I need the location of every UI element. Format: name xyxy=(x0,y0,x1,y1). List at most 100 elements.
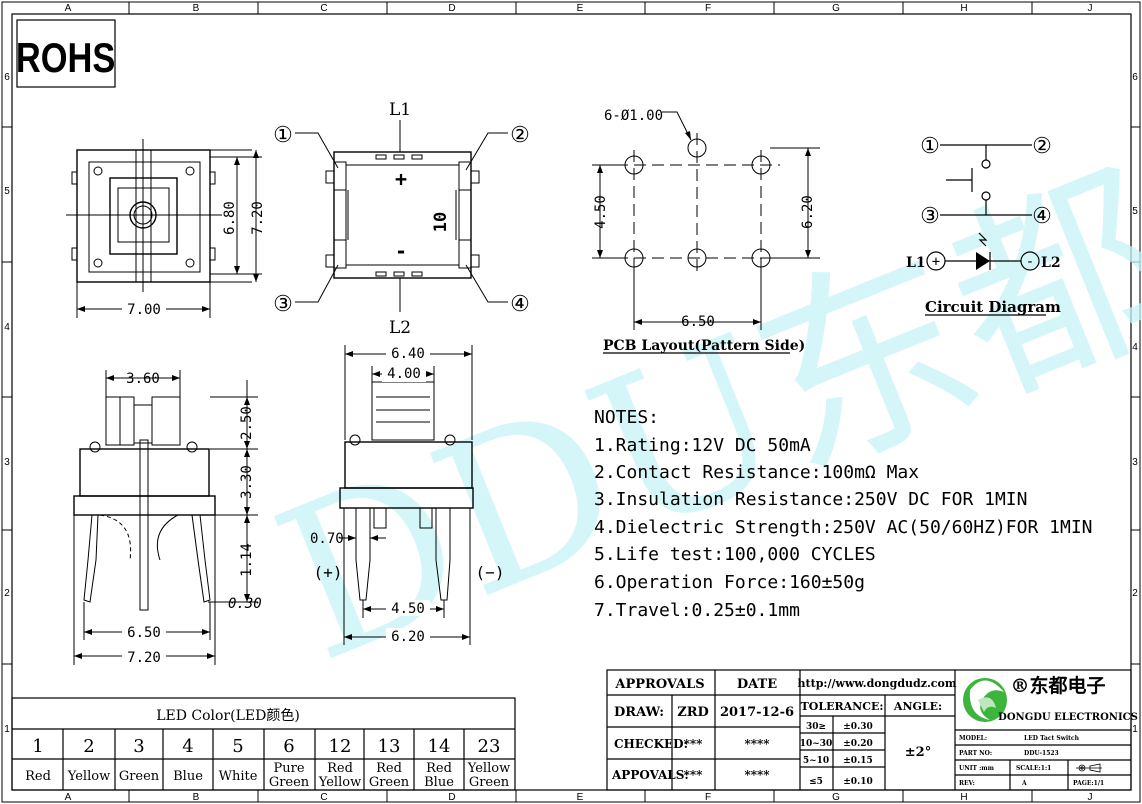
dim-360: 3.60 xyxy=(126,371,160,387)
tol-range: 10~30 xyxy=(800,739,833,749)
draw-date: 2017-12-6 xyxy=(720,705,794,720)
tol-value: ±0.30 xyxy=(843,722,872,732)
led-color: Blue xyxy=(424,775,454,790)
led-number: 12 xyxy=(329,736,352,757)
col-label: D xyxy=(448,3,455,14)
circ-l1: L1 xyxy=(906,255,926,271)
tol-range: 30≥ xyxy=(806,722,826,732)
side-view xyxy=(73,370,258,665)
led-color: Red xyxy=(25,769,51,784)
dim-720: 7.20 xyxy=(250,201,266,235)
dim-030: 0.30 xyxy=(228,596,262,612)
col-label: A xyxy=(65,3,72,14)
note-item: 7.Travel:0.25±0.1mm xyxy=(594,600,800,621)
led-color: Blue xyxy=(173,769,203,784)
row-label: 5 xyxy=(4,186,10,197)
col-label: H xyxy=(960,3,967,14)
tol-value: ±0.15 xyxy=(843,756,872,766)
date-header: DATE xyxy=(737,677,777,692)
led-color: Green xyxy=(119,769,160,784)
dim-640: 6.40 xyxy=(391,346,425,362)
row-label: 3 xyxy=(1132,457,1138,468)
col-label: C xyxy=(320,3,327,14)
led-num: 10 xyxy=(431,212,451,232)
led-color: White xyxy=(219,769,258,784)
led-color: Pure xyxy=(273,761,304,776)
led-color: Yellow xyxy=(467,761,510,776)
led-color: Green xyxy=(269,775,310,790)
dim-width-700: 7.00 xyxy=(127,302,161,318)
note-item: 6.Operation Force:160±50g xyxy=(594,572,865,593)
note-item: 1.Rating:12V DC 50mA xyxy=(594,435,811,456)
led-minus: - xyxy=(395,239,407,263)
col-label: J xyxy=(1088,792,1093,803)
pcb-title: PCB Layout(Pattern Side) xyxy=(603,338,805,354)
front-view-arrows xyxy=(344,351,472,640)
col-label: B xyxy=(193,3,200,14)
col-label: J xyxy=(1088,3,1093,14)
led-color: Yellow xyxy=(318,775,361,790)
led-number: 2 xyxy=(83,736,94,757)
dim-250: 2.50 xyxy=(239,406,255,440)
row-label: 2 xyxy=(1132,588,1138,599)
company-cn: ®东都电子 xyxy=(1010,674,1105,697)
led-leaders xyxy=(465,132,508,303)
angle-label: ANGLE: xyxy=(893,700,942,713)
tol-value: ±0.20 xyxy=(843,739,872,749)
rohs-label: ROHS xyxy=(16,35,115,82)
col-label: B xyxy=(193,792,200,803)
circ-p3: ③ xyxy=(920,204,940,229)
front-plus: (+) xyxy=(314,563,343,582)
front-minus: (−) xyxy=(476,563,505,582)
col-label: G xyxy=(832,3,840,14)
projection-icon xyxy=(1076,763,1102,773)
led-number: 23 xyxy=(478,736,501,757)
row-label: 5 xyxy=(1132,206,1138,217)
led-l2-label: L2 xyxy=(389,318,411,338)
notes: NOTES: 1.Rating:12V DC 50mA 2.Contact Re… xyxy=(594,407,1093,621)
row-label: 2 xyxy=(4,588,10,599)
company-en: DONGDU ELECTRONICS xyxy=(998,712,1138,723)
led-table-text: LED Color(LED颜色) 1 2 3 4 5 6 12 13 14 23… xyxy=(25,707,510,790)
diode-icon xyxy=(976,252,990,270)
pcb-holes-label: 6-Ø1.00 xyxy=(604,108,663,124)
col-label: E xyxy=(577,3,584,14)
circ-p2: ② xyxy=(1032,134,1052,159)
note-item: 2.Contact Resistance:100mΩ Max xyxy=(594,462,919,483)
led-color: Red xyxy=(426,761,452,776)
tol-value: ±0.10 xyxy=(843,777,872,787)
row-label: 1 xyxy=(1132,724,1138,735)
led-number: 14 xyxy=(428,736,451,757)
circ-minus: - xyxy=(1026,254,1034,270)
dongdu-logo-icon xyxy=(963,678,1007,722)
pcb-arrows xyxy=(597,131,811,325)
dim-450: 4.50 xyxy=(391,601,425,617)
pin4-label: ④ xyxy=(510,292,530,317)
led-color: Green xyxy=(369,775,410,790)
circ-p4: ④ xyxy=(1032,204,1052,229)
top-leaders xyxy=(295,132,339,303)
top-view-arrows xyxy=(77,150,259,312)
tolerance-label: TOLERANCE: xyxy=(801,700,884,713)
draw-label: DRAW: xyxy=(614,705,664,720)
rev-val: A xyxy=(1021,780,1027,787)
checked-val: *** xyxy=(684,737,704,751)
rohs-box xyxy=(16,19,116,88)
led-color: Green xyxy=(469,775,510,790)
part-val: DDU-1523 xyxy=(1024,750,1059,757)
col-label: E xyxy=(577,792,584,803)
pcb-dim-620: 6.20 xyxy=(800,195,816,229)
dim-070: 0.70 xyxy=(310,531,344,547)
circ-p1: ① xyxy=(920,134,940,159)
tol-range: 5~10 xyxy=(803,756,829,766)
led-color-table xyxy=(11,697,516,791)
dim-680: 6.80 xyxy=(222,201,238,235)
col-label: F xyxy=(705,3,711,14)
watermark: DDU东都 xyxy=(247,132,1142,709)
part-label: PART NO: xyxy=(959,750,992,757)
pcb-layout xyxy=(592,111,820,330)
scale-label: SCALE:1:1 xyxy=(1016,765,1051,772)
dim-650: 6.50 xyxy=(127,625,161,641)
unit-label: UNIT :mm xyxy=(959,765,995,772)
